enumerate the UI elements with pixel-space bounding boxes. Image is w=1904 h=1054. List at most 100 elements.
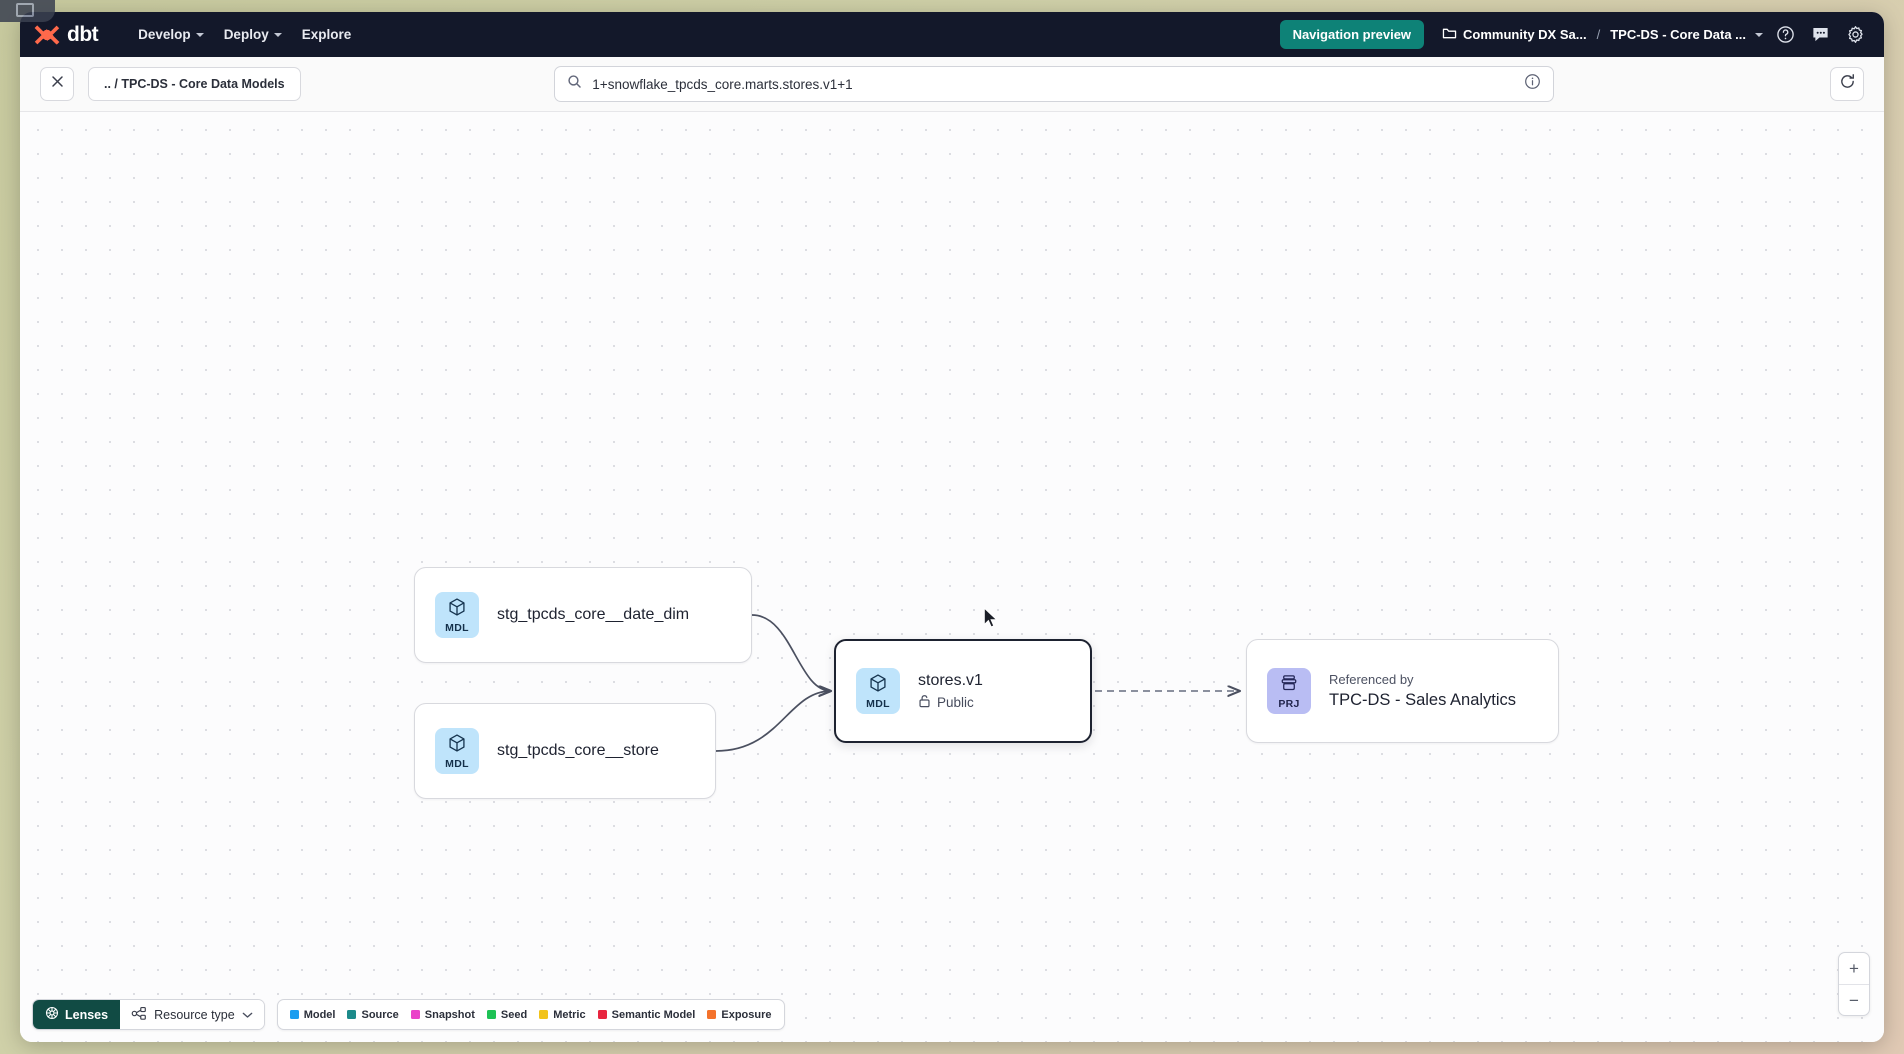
legend-label: Seed: [500, 1008, 528, 1021]
nav-item-explore[interactable]: Explore: [292, 21, 362, 48]
node-badge-label: MDL: [445, 757, 469, 770]
cube-icon: [868, 673, 888, 698]
legend-swatch: [707, 1010, 717, 1019]
node-subtitle: Referenced by: [1329, 672, 1414, 687]
zoom-out-button[interactable]: −: [1839, 984, 1869, 1015]
legend-label: Snapshot: [424, 1008, 475, 1021]
zoom-in-button[interactable]: +: [1849, 959, 1859, 978]
info-circle-icon[interactable]: [1524, 73, 1541, 95]
dbt-logo[interactable]: dbt: [34, 22, 99, 47]
graph-node-project-sales-analytics[interactable]: PRJ Referenced by TPC-DS - Sales Analyti…: [1246, 639, 1559, 743]
lenses-button-label: Lenses: [65, 1007, 109, 1022]
graph-node-stores-v1[interactable]: MDL stores.v1 Public: [834, 639, 1092, 743]
search-icon: [567, 74, 582, 94]
nav-item-deploy-label: Deploy: [223, 27, 269, 42]
legend-item-exposure: Exposure: [707, 1008, 772, 1021]
folder-icon: [1442, 27, 1457, 43]
close-icon: [50, 74, 65, 94]
node-badge-model: MDL: [856, 668, 900, 714]
nav-item-develop[interactable]: Develop: [128, 21, 214, 48]
legend-item-seed: Seed: [486, 1008, 528, 1021]
account-breadcrumb[interactable]: Community DX Sa...: [1442, 27, 1587, 43]
close-lineage-button[interactable]: [40, 67, 74, 101]
node-body: stg_tpcds_core__store: [497, 742, 659, 760]
legend-label: Model: [303, 1008, 336, 1021]
legend-swatch: [539, 1010, 549, 1019]
nav-item-explore-label: Explore: [301, 27, 352, 42]
legend-item-semantic-model: Semantic Model: [597, 1008, 696, 1021]
resource-type-legend: Model Source Snapshot Seed: [276, 999, 785, 1030]
breadcrumb-separator: /: [1596, 27, 1601, 42]
nav-right-group: Community DX Sa... / TPC-DS - Core Data …: [1442, 22, 1868, 48]
legend-item-model: Model: [289, 1008, 336, 1021]
nav-item-develop-label: Develop: [138, 27, 191, 42]
legend-swatch: [410, 1010, 420, 1019]
edge-store-to-stores: [715, 691, 831, 752]
legend-swatch: [289, 1010, 299, 1019]
legend-item-snapshot: Snapshot: [410, 1008, 475, 1021]
dbt-explore-window: dbt Develop Deploy Explore Navigation pr…: [20, 12, 1884, 1042]
lineage-canvas[interactable]: MDL stg_tpcds_core__date_dim MDL: [20, 112, 1884, 1042]
dbt-logo-text: dbt: [67, 22, 99, 46]
cube-icon: [447, 597, 467, 622]
node-title: TPC-DS - Sales Analytics: [1329, 691, 1517, 709]
nodes-graph-icon: [131, 1006, 147, 1024]
search-input[interactable]: [592, 76, 1515, 92]
lenses-button[interactable]: Lenses: [33, 1000, 121, 1029]
canvas-bottom-controls: Lenses Resource type: [32, 999, 785, 1030]
node-body: stg_tpcds_core__date_dim: [497, 606, 689, 624]
legend-label: Exposure: [721, 1008, 772, 1021]
legend-label: Metric: [553, 1008, 586, 1021]
graph-node-stg-date-dim[interactable]: MDL stg_tpcds_core__date_dim: [414, 567, 752, 663]
navigation-preview-button[interactable]: Navigation preview: [1279, 20, 1425, 49]
lenses-control-group: Lenses Resource type: [32, 999, 265, 1030]
node-access-label: Public: [937, 694, 974, 710]
zoom-controls: + −: [1838, 952, 1870, 1016]
legend-swatch: [347, 1010, 357, 1019]
node-access: Public: [918, 694, 983, 711]
window-icon: [16, 3, 34, 17]
lineage-edges: [715, 614, 1884, 752]
gear-icon[interactable]: [1842, 22, 1868, 48]
resource-type-label: Resource type: [154, 1007, 235, 1022]
legend-item-source: Source: [347, 1008, 399, 1021]
nav-item-deploy[interactable]: Deploy: [214, 21, 292, 48]
lens-icon: [45, 1006, 59, 1023]
lineage-search-box[interactable]: [554, 66, 1555, 102]
toolbar-right: [1830, 67, 1864, 101]
legend-swatch: [597, 1010, 607, 1019]
node-body: Referenced by TPC-DS - Sales Analytics: [1329, 672, 1516, 710]
node-title: stores.v1: [918, 671, 983, 689]
chevron-down-icon: [195, 33, 204, 37]
unlock-icon: [918, 694, 931, 711]
graph-node-stg-store[interactable]: MDL stg_tpcds_core__store: [414, 703, 716, 799]
project-breadcrumb[interactable]: TPC-DS - Core Data ...: [1610, 27, 1746, 42]
cube-icon: [447, 733, 467, 758]
legend-swatch: [486, 1010, 496, 1019]
node-badge-model: MDL: [435, 592, 479, 638]
node-badge-label: MDL: [866, 697, 890, 710]
project-breadcrumb-button[interactable]: .. / TPC-DS - Core Data Models: [88, 67, 301, 101]
window-chrome-nub: [0, 0, 55, 22]
node-badge-model: MDL: [435, 728, 479, 774]
resource-type-filter[interactable]: Resource type: [120, 1000, 264, 1029]
help-circle-icon[interactable]: [1772, 22, 1798, 48]
legend-label: Source: [361, 1008, 399, 1021]
node-badge-project: PRJ: [1267, 668, 1311, 714]
legend-label: Semantic Model: [611, 1008, 696, 1021]
refresh-icon: [1839, 73, 1856, 95]
edge-date-dim-to-stores: [751, 614, 831, 691]
feedback-chat-icon[interactable]: [1807, 22, 1833, 48]
lineage-toolbar: .. / TPC-DS - Core Data Models: [20, 57, 1884, 112]
chevron-down-icon[interactable]: [1755, 33, 1763, 37]
project-stack-icon: [1279, 673, 1299, 698]
node-title: stg_tpcds_core__store: [497, 742, 659, 759]
legend-item-metric: Metric: [539, 1008, 586, 1021]
chevron-down-icon: [273, 33, 282, 37]
refresh-button[interactable]: [1830, 67, 1864, 101]
project-breadcrumb-label: TPC-DS - Core Data ...: [1610, 27, 1746, 42]
chevron-down-icon: [242, 1008, 253, 1022]
dbt-x-logo-icon: [34, 23, 60, 47]
search-zone: [301, 66, 1808, 102]
